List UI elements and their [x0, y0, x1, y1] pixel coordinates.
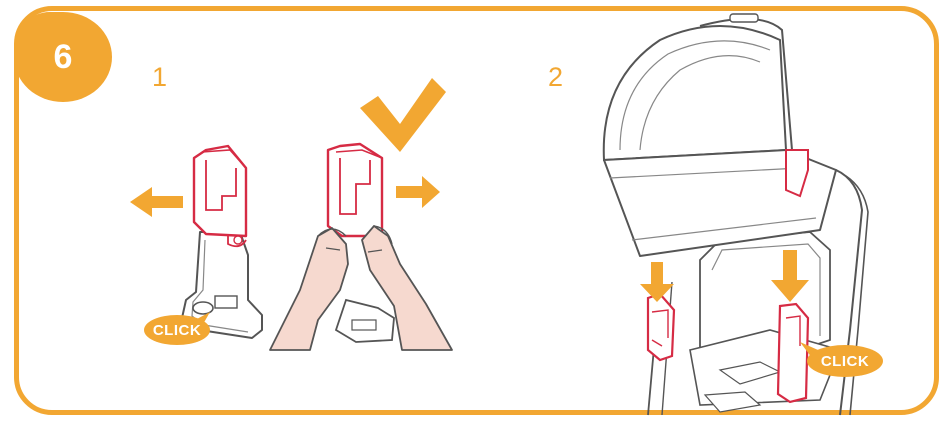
arrow-right-icon	[396, 176, 440, 208]
arrow-left-icon	[130, 187, 183, 217]
middle-adapter-illustration	[270, 144, 452, 350]
right-arrow-icon-group	[396, 176, 440, 208]
left-adapter-illustration	[182, 146, 262, 338]
click-label-left: CLICK	[144, 321, 210, 339]
click-label-right: CLICK	[808, 352, 882, 370]
arrow-down-icon	[640, 262, 674, 302]
check-icon	[360, 78, 446, 152]
